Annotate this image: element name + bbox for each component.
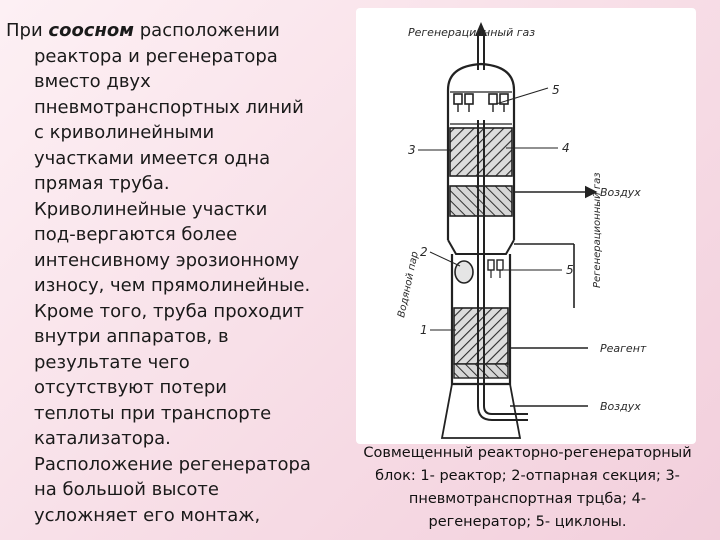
body-line: прямая труба. [34, 173, 170, 194]
caption-line: Совмещенный реакторно-регенераторный [363, 445, 692, 461]
reactor-shell [450, 254, 512, 386]
label-air-top: Воздух [600, 186, 641, 199]
body-text: При соосном расположении реактора и реге… [6, 18, 351, 528]
reactor-regenerator-diagram: Регенерационный газ 5 3 4 Воздух 2 5 1 Р… [396, 22, 647, 439]
body-line: Расположение регенератора [34, 453, 311, 475]
regenerator-bed-upper [449, 127, 513, 177]
body-line: износу, чем прямолинейные. [34, 275, 311, 296]
figure-caption: Совмещенный реакторно-регенераторный бло… [335, 442, 720, 534]
body-line: отсутствуют потери [34, 377, 227, 398]
stripping-section [454, 260, 474, 284]
body-line: с криволинейными [34, 122, 215, 143]
body-line: усложняет его монтаж, [34, 504, 261, 526]
body-line: под-вергаются более [34, 224, 238, 245]
support-skirt [440, 383, 522, 439]
caption-line: блок: 1- реактор; 2-отпарная секция; 3- [375, 468, 680, 484]
regenerator-bed-lower [449, 185, 513, 217]
label-regen-gas-top: Регенерационный газ [408, 26, 535, 39]
body-line: на большой высоте [34, 479, 219, 500]
diagram-panel: Регенерационный газ 5 3 4 Воздух 2 5 1 Р… [356, 8, 696, 444]
label-water-steam: Водяной пар [396, 251, 421, 319]
label-stripping-2: 2 [420, 245, 428, 259]
cyclones-top [450, 91, 512, 112]
reactor-bed [453, 307, 509, 365]
label-regenerator-4: 4 [562, 141, 570, 155]
body-line: реактора и регенератора [34, 45, 278, 67]
caption-line: регенератор; 5- циклоны. [428, 514, 627, 530]
body-line: теплоты при транспорте [34, 402, 272, 424]
label-pipe-3: 3 [408, 143, 416, 157]
body-line: Кроме того, труба проходит [34, 300, 304, 322]
body-line: результате чего [34, 351, 190, 373]
caption-line: пневмотранспортная трцба; 4- [408, 491, 647, 507]
label-cyclone-5-mid: 5 [566, 263, 574, 277]
body-line: пневмотранспортных линий [34, 96, 304, 118]
body-line: интенсивному эрозионному [34, 249, 300, 271]
body-emphasis: соосном [48, 20, 134, 41]
body-line: катализатора. [34, 428, 171, 449]
body-line: участками имеется одна [34, 147, 271, 169]
transition-cone [447, 239, 515, 255]
cyclones-mid [487, 259, 504, 278]
body-first-tail: расположении [139, 20, 280, 41]
label-cyclone-5-top: 5 [552, 83, 560, 97]
label-reagent: Реагент [600, 342, 647, 355]
regenerator-shell [446, 62, 516, 240]
label-air-bottom: Воздух [600, 400, 641, 413]
body-line: внутри аппаратов, в [34, 326, 229, 347]
body-line: Криволинейные участки [34, 198, 268, 220]
body-first-word: При [6, 20, 43, 41]
label-reactor-1: 1 [420, 323, 428, 337]
body-line: вместо двух [34, 71, 151, 92]
label-regen-gas-side: Регенерационный газ [592, 172, 603, 288]
body-line-first: При соосном расположении [6, 18, 351, 44]
